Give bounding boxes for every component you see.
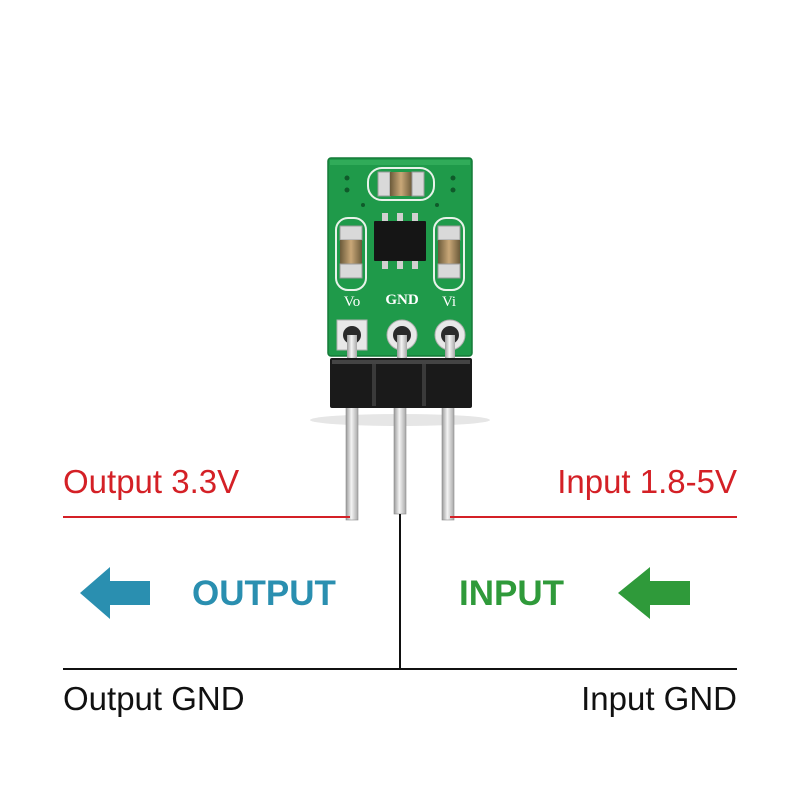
header-pins xyxy=(345,404,455,521)
output-ground-label: Output GND xyxy=(63,680,245,717)
arrow-left-icon xyxy=(80,567,150,619)
input-voltage-label: Input 1.8-5V xyxy=(557,463,737,500)
pin-vo xyxy=(345,404,359,521)
ic-chip xyxy=(374,213,426,269)
output-voltage-label: Output 3.3V xyxy=(63,463,240,500)
silk-gnd: GND xyxy=(385,292,419,308)
pin-gnd xyxy=(393,404,407,515)
pin-vi xyxy=(441,404,455,521)
capacitor-left xyxy=(340,240,362,264)
silk-vo: Vo xyxy=(344,294,360,310)
silk-vi: Vi xyxy=(442,294,456,310)
capacitor-top xyxy=(390,172,412,196)
pcb-board: Vo GND Vi xyxy=(327,157,473,365)
input-ground-label: Input GND xyxy=(581,680,737,717)
cap-outline-left xyxy=(335,217,367,291)
output-direction-label: OUTPUT xyxy=(192,574,336,613)
arrow-left-icon xyxy=(618,567,690,619)
pin-header xyxy=(330,358,472,408)
cap-outline-right xyxy=(433,217,465,291)
vias xyxy=(344,175,456,207)
capacitor-right xyxy=(438,240,460,264)
cap-outline-top xyxy=(367,167,435,201)
input-direction-label: INPUT xyxy=(459,574,564,613)
